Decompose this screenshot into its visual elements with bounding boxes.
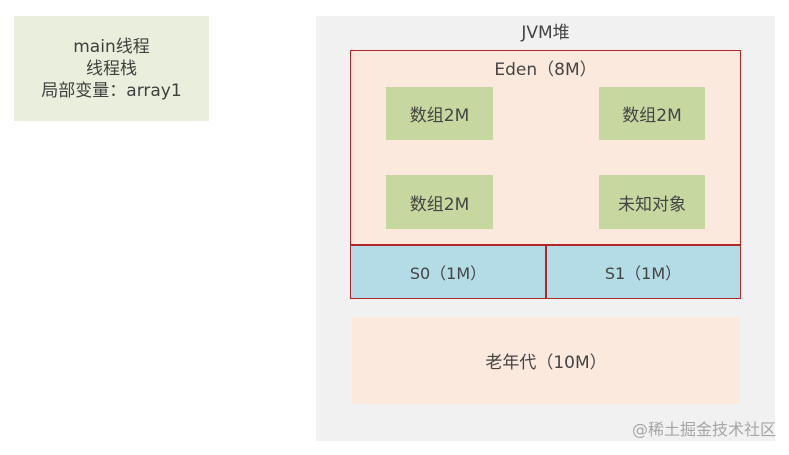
survivor-divider bbox=[545, 245, 547, 298]
survivor-label: S1（1M） bbox=[604, 264, 682, 283]
watermark: @稀土掘金技术社区 bbox=[631, 420, 776, 439]
object-label: 未知对象 bbox=[618, 194, 686, 215]
eden-object-unknown: 未知对象 bbox=[599, 175, 705, 229]
object-label: 数组2M bbox=[409, 194, 470, 215]
survivor-s0: S0（1M） bbox=[351, 246, 545, 298]
old-generation-label: 老年代（10M） bbox=[485, 353, 607, 373]
jvm-heap-title: JVM堆 bbox=[521, 23, 570, 43]
thread-stack-label: 线程栈 bbox=[86, 58, 137, 79]
survivor-label: S0（1M） bbox=[409, 264, 487, 283]
old-generation: 老年代（10M） bbox=[352, 317, 740, 404]
local-variable-label: 局部变量：array1 bbox=[41, 80, 182, 101]
thread-name-label: main线程 bbox=[73, 36, 150, 57]
main-thread-stack-box: main线程 线程栈 局部变量：array1 bbox=[14, 16, 209, 121]
young-generation-border bbox=[350, 50, 741, 299]
object-label: 数组2M bbox=[622, 106, 682, 126]
eden-object-array-3: 数组2M bbox=[386, 175, 493, 229]
survivor-s1: S1（1M） bbox=[546, 246, 740, 298]
eden-object-array-1: 数组2M bbox=[386, 87, 493, 140]
eden-title: Eden（8M） bbox=[494, 60, 597, 80]
object-label: 数组2M bbox=[409, 106, 470, 126]
eden-object-array-2: 数组2M bbox=[599, 87, 705, 140]
